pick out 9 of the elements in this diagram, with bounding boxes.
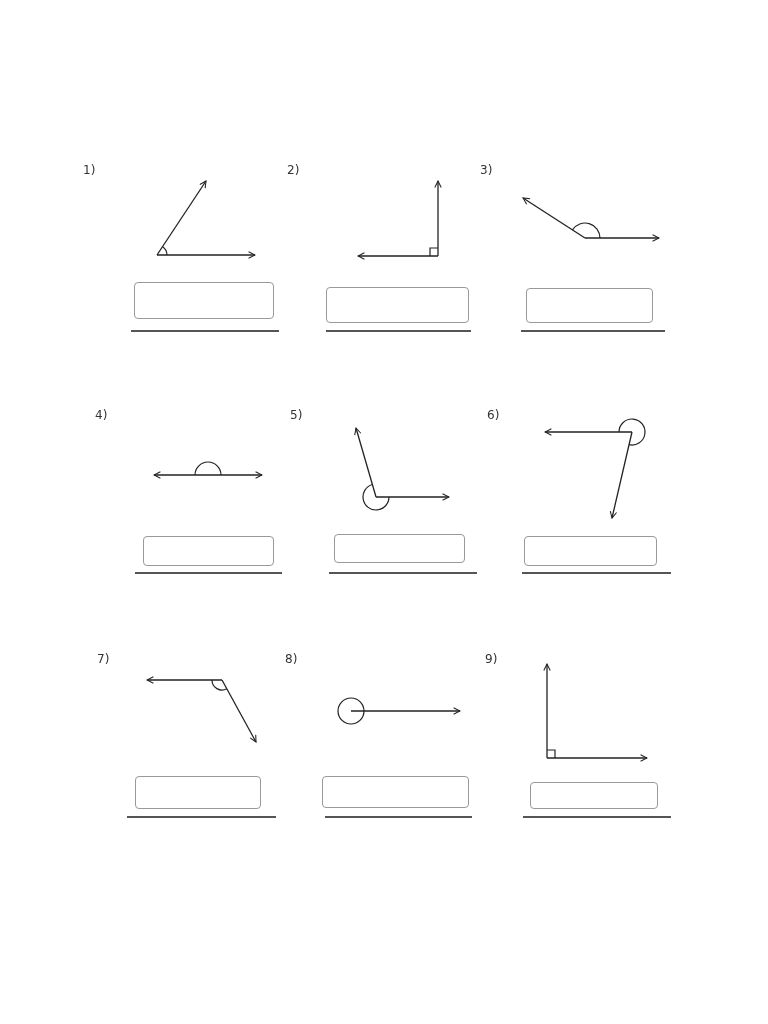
question-number: 3) (480, 163, 493, 177)
question-number: 6) (487, 408, 500, 422)
question-number: 5) (290, 408, 303, 422)
question-number: 8) (285, 652, 298, 666)
question-number: 4) (95, 408, 108, 422)
question-number: 9) (485, 652, 498, 666)
question-number: 7) (97, 652, 110, 666)
question-number: 1) (83, 163, 96, 177)
question-number: 2) (287, 163, 300, 177)
